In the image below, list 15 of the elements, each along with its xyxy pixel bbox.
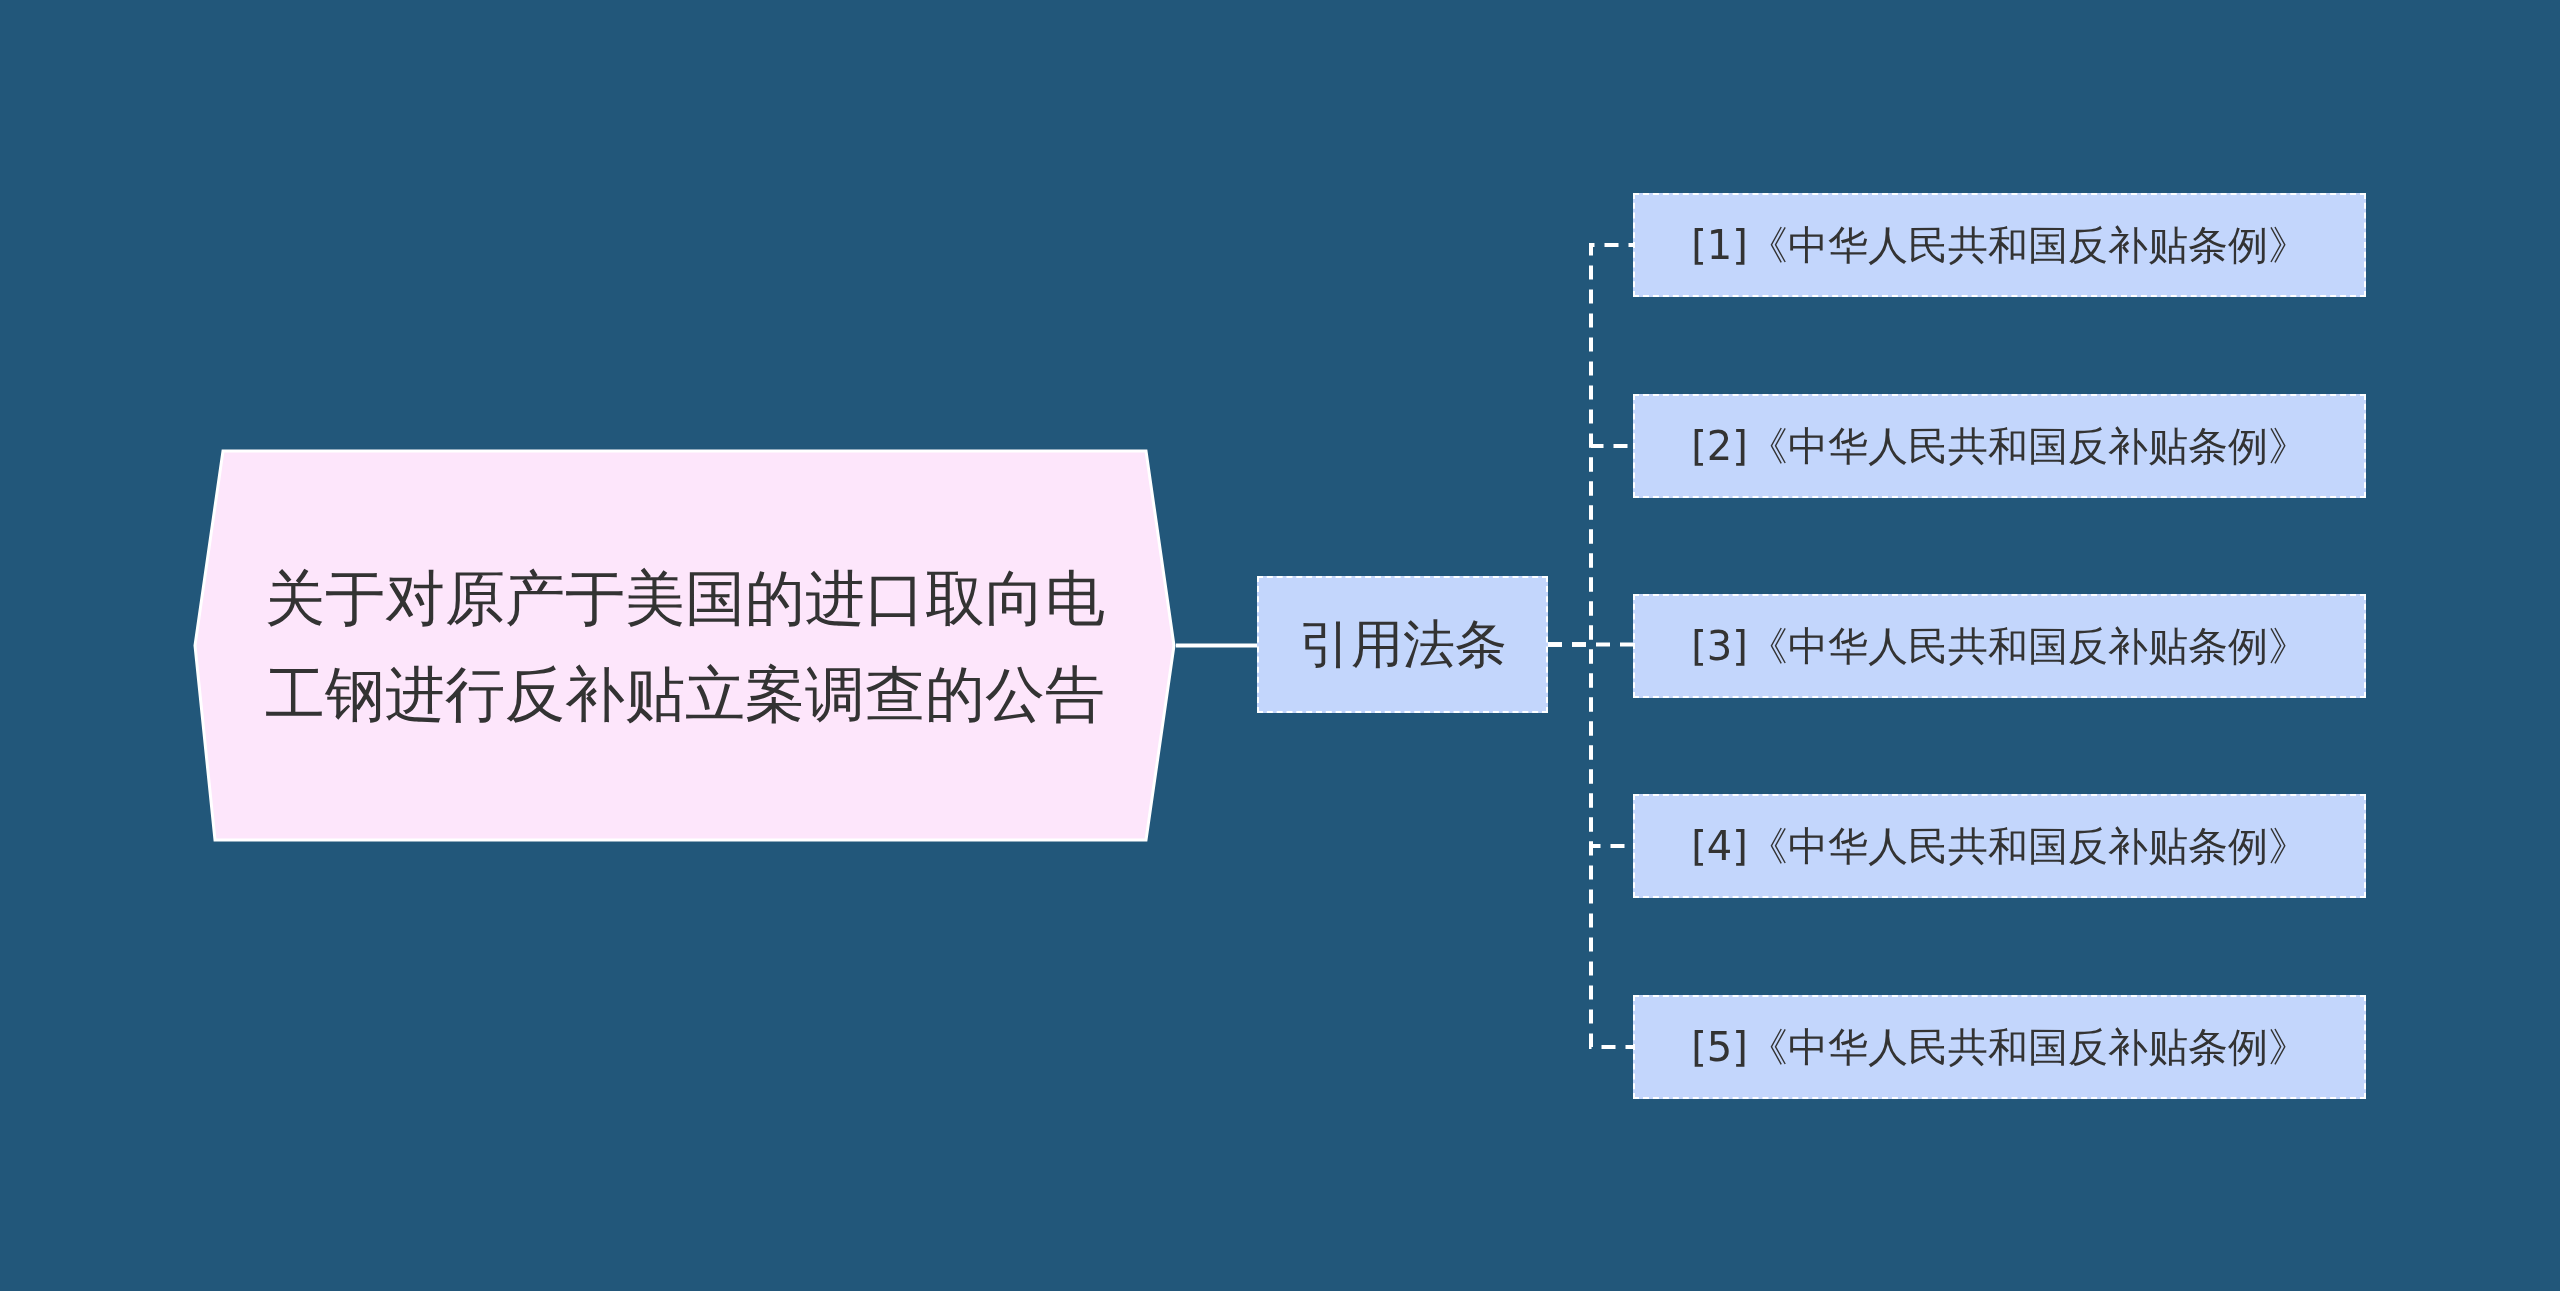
node-label: [3]《中华人民共和国反补贴条例》	[1691, 621, 2308, 671]
node-label: [5]《中华人民共和国反补贴条例》	[1691, 1022, 2308, 1072]
subtopic-box	[1633, 394, 2366, 498]
node-label: 引用法条	[1298, 612, 1507, 676]
node-label: [4]《中华人民共和国反补贴条例》	[1691, 821, 2308, 871]
subtopic-box	[1633, 794, 2366, 898]
node-label: 关于对原产于美国的进口取向电工钢进行反补贴立案调查的公告	[263, 561, 1106, 731]
node-label: [1]《中华人民共和国反补贴条例》	[1691, 220, 2308, 270]
node-label: [2]《中华人民共和国反补贴条例》	[1691, 421, 2308, 471]
subtopic-box	[1633, 995, 2366, 1099]
subtopic-box	[1633, 594, 2366, 698]
connector-line	[1548, 642, 1633, 1049]
topic-box	[1257, 576, 1548, 713]
subtopic-box	[1633, 193, 2366, 297]
connector-line	[1176, 643, 1257, 648]
